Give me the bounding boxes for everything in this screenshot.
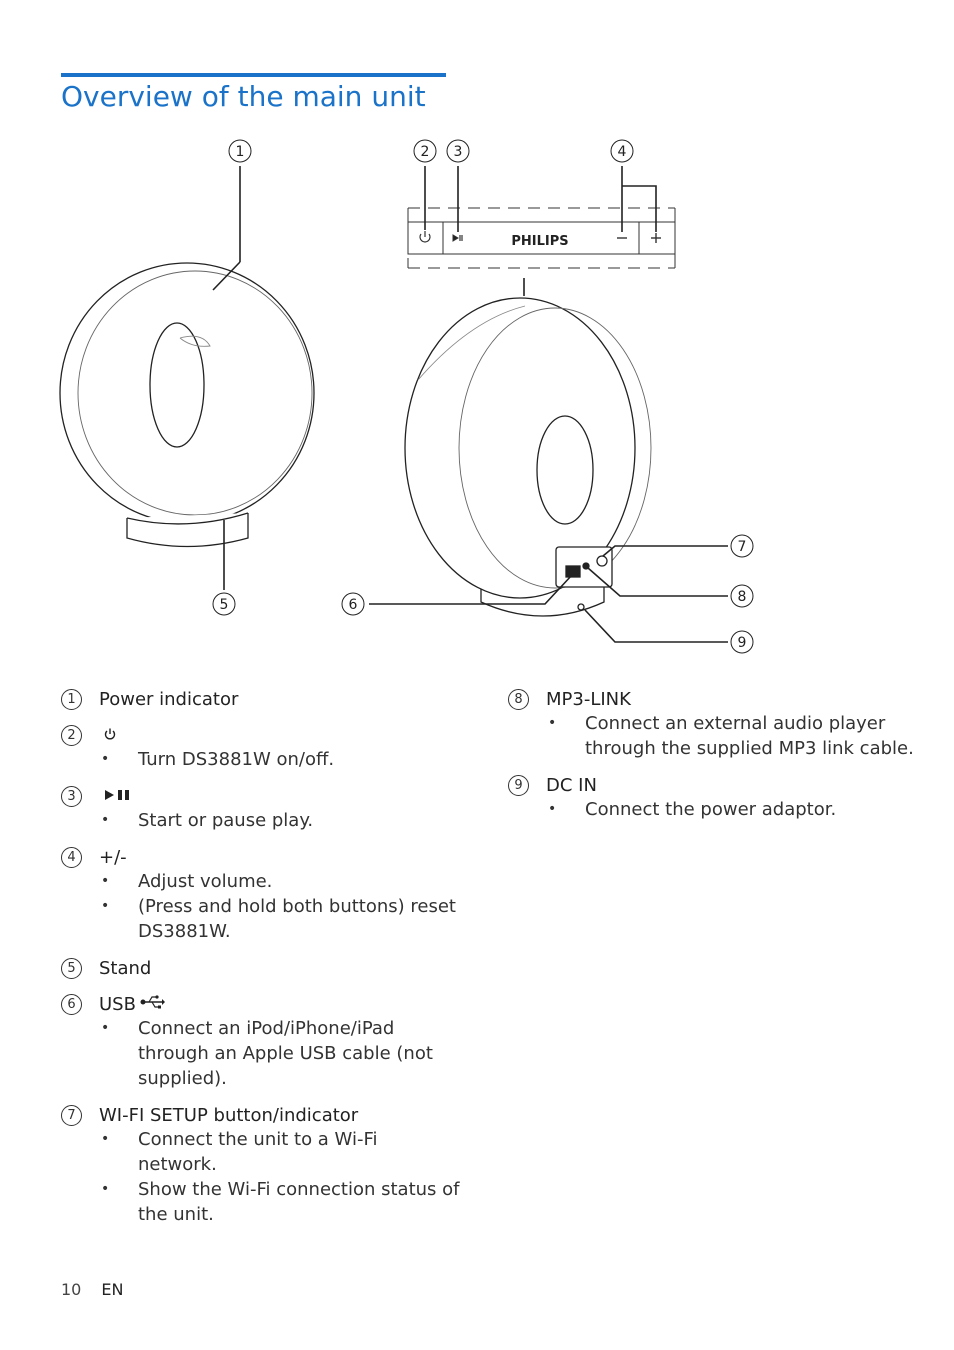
list-item: 6 USBConnect an iPod/iPhone/iPad through … [61,992,461,1091]
item-number-badge: 2 [61,724,82,746]
item-label: DC IN [546,774,597,796]
item-number-badge: 3 [61,785,82,807]
power-icon [103,725,117,746]
list-item: 7 WI-FI SETUP button/indicatorConnect the… [61,1103,461,1227]
bullet-text: (Press and hold both buttons) reset DS38… [61,894,461,944]
bullet-text: Connect an external audio player through… [508,711,928,761]
bullet-text: Start or pause play. [61,808,461,833]
callout-4: 4 [618,144,627,160]
page-footer: 10 EN [61,1280,123,1299]
usb-icon [140,994,166,1015]
item-heading: 6 USB [61,992,461,1016]
bullet-text: Adjust volume. [61,869,461,894]
page-title: Overview of the main unit [61,80,426,113]
item-label: +/- [99,846,127,868]
bullet-text: Connect the power adaptor. [508,797,928,822]
callout-8: 8 [738,589,747,605]
item-heading: 5 Stand [61,956,461,980]
control-panel-illustration [407,207,676,269]
list-item: 8 MP3-LINKConnect an external audio playe… [508,687,928,761]
items-list-right: 8 MP3-LINKConnect an external audio playe… [508,687,928,834]
item-number-badge: 8 [508,688,529,710]
brand-label: PHILIPS [511,234,568,249]
item-label: Power indicator [99,688,239,710]
item-number-badge: 4 [61,846,82,868]
item-heading: 7 WI-FI SETUP button/indicator [61,1103,461,1127]
bullet-text: Connect the unit to a Wi-Fi network. [61,1127,461,1177]
callout-7: 7 [738,539,747,555]
speaker-front-illustration [59,262,315,548]
item-number-badge: 6 [61,993,82,1015]
item-label: MP3-LINK [546,688,631,710]
page-number: 10 [61,1280,82,1299]
item-heading: 8 MP3-LINK [508,687,928,711]
item-number-badge: 9 [508,774,529,796]
callout-2: 2 [421,144,430,160]
item-heading: 3 [61,784,461,808]
item-label: WI-FI SETUP button/indicator [99,1104,359,1126]
list-item: 1 Power indicator [61,687,461,711]
callout-9: 9 [738,635,747,651]
list-item: 3Start or pause play. [61,784,461,833]
callout-leaders [212,166,728,643]
title-rule [61,73,446,77]
language-code: EN [101,1280,124,1299]
item-number-badge: 5 [61,957,82,979]
list-item: 5 Stand [61,956,461,980]
callout-5: 5 [220,597,229,613]
callout-numbers: 1 2 3 4 5 6 7 8 9 [212,139,754,654]
item-heading: 2 [61,723,461,747]
item-label: Stand [99,957,152,979]
item-heading: 9 DC IN [508,773,928,797]
speaker-rear-illustration [404,297,652,617]
callout-1: 1 [236,144,245,160]
item-number-badge: 1 [61,688,82,710]
callout-6: 6 [349,597,358,613]
item-number-badge: 7 [61,1104,82,1126]
item-heading: 4 +/- [61,845,461,869]
list-item: 9 DC INConnect the power adaptor. [508,773,928,822]
main-unit-diagram: PHILIPS 1 2 3 4 5 6 7 8 9 [59,139,754,654]
item-heading: 1 Power indicator [61,687,461,711]
bullet-text: Connect an iPod/iPhone/iPad through an A… [61,1016,461,1091]
list-item: 4 +/-Adjust volume.(Press and hold both b… [61,845,461,944]
play-pause-icon [103,786,135,807]
bullet-text: Turn DS3881W on/off. [61,747,461,772]
list-item: 2Turn DS3881W on/off. [61,723,461,772]
item-label: USB [99,993,136,1015]
callout-3: 3 [454,144,463,160]
bullet-text: Show the Wi-Fi connection status of the … [61,1177,461,1227]
